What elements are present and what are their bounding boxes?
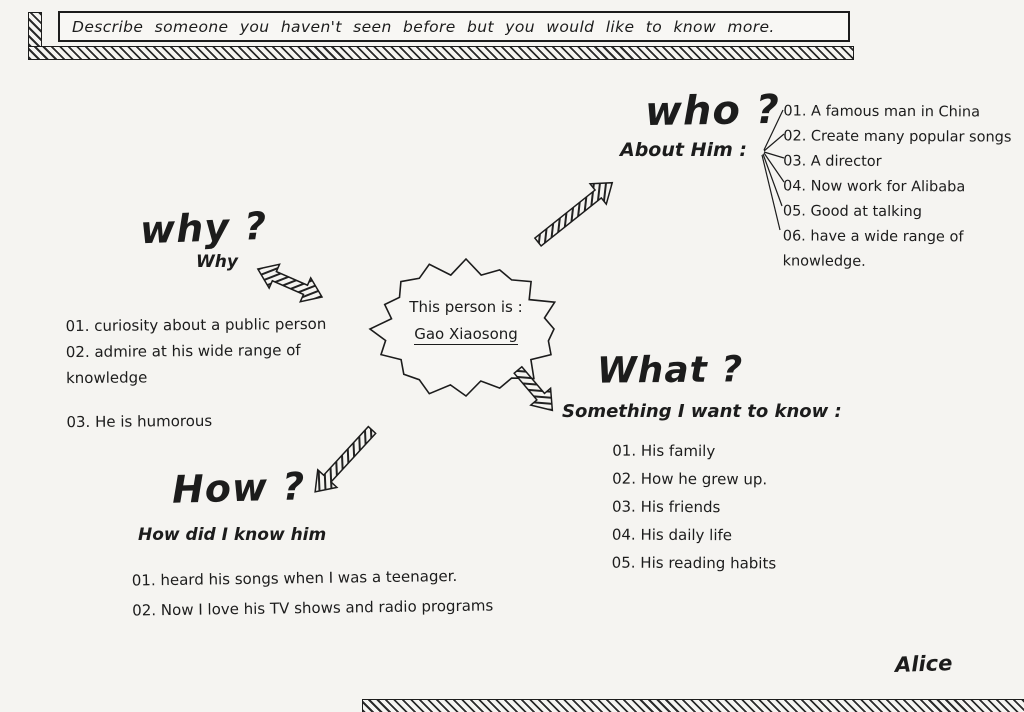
center-node: This person is : Gao Xiaosong: [398, 298, 534, 345]
who-item: 02. Create many popular songs: [783, 128, 1012, 146]
why-item: 03. He is humorous: [66, 411, 213, 432]
title-banner: Describe someone you haven't seen before…: [58, 11, 850, 42]
what-item: 05. His reading habits: [611, 553, 777, 573]
who-item: 04. Now work for Alibaba: [782, 178, 966, 196]
what-list: 01. His family 02. How he grew up. 03. H…: [612, 437, 777, 578]
arrow-to-who: [533, 181, 614, 247]
who-heading: who ?: [644, 86, 781, 136]
how-subheading: How did I know him: [138, 525, 327, 545]
banner-shadow-bottom: [28, 46, 854, 60]
why-item: 01. curiosity about a public person: [65, 314, 327, 336]
why-heading: why ?: [139, 203, 268, 253]
who-item: 01. A famous man in China: [783, 103, 981, 121]
how-list: 01. heard his songs when I was a teenage…: [132, 560, 494, 625]
signature: Alice: [894, 651, 953, 677]
how-item: 02. Now I love his TV shows and radio pr…: [132, 596, 494, 620]
arrow-to-how: [314, 425, 377, 493]
why-subheading: Why: [196, 252, 238, 272]
who-item: 03. A director: [783, 153, 882, 170]
who-item: 06. have a wide range of knowledge.: [782, 228, 964, 270]
who-list: 01. A famous man in China 02. Create man…: [783, 99, 1012, 275]
who-subheading: About Him :: [620, 139, 748, 161]
what-item: 03. His friends: [611, 497, 721, 517]
what-item: 01. His family: [612, 441, 716, 461]
bottom-border-bar: [362, 699, 1024, 712]
what-item: 02. How he grew up.: [612, 469, 768, 489]
center-node-line1: This person is :: [409, 298, 523, 316]
what-heading: What ?: [596, 349, 744, 392]
page-title: Describe someone you haven't seen before…: [72, 17, 775, 36]
what-subheading: Something I want to know :: [562, 401, 842, 422]
who-item: 05. Good at talking: [782, 203, 922, 221]
center-node-name: Gao Xiaosong: [414, 325, 518, 345]
how-heading: How ?: [171, 464, 306, 512]
why-item: 02. admire at his wide range of knowledg…: [65, 341, 301, 388]
arrow-to-why: [256, 263, 324, 303]
arrow-to-what: [513, 365, 554, 412]
banner-shadow-left: [28, 12, 42, 47]
what-item: 04. His daily life: [611, 525, 733, 545]
why-list: 01. curiosity about a public person 02. …: [65, 311, 327, 435]
